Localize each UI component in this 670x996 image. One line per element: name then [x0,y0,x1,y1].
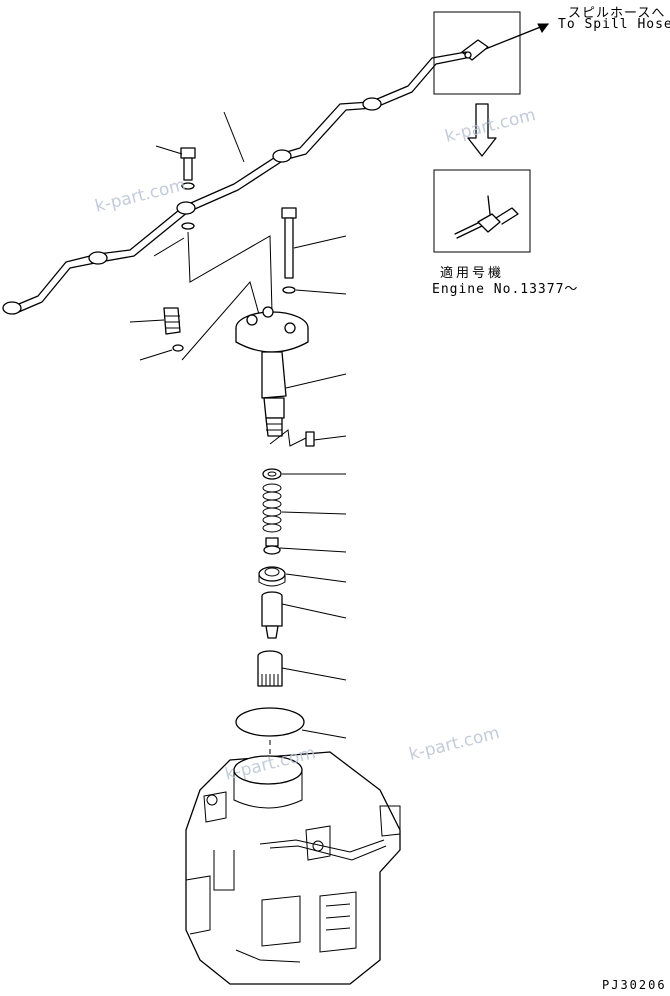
guide-line [269,429,307,447]
applicability-label-en: Engine No.13377～ [432,282,579,297]
guide-line [187,231,273,313]
washer [172,344,184,352]
spill-pipe [2,51,467,315]
leader-lines [129,111,347,739]
detail-box-top [433,11,521,95]
bolt-long [281,207,297,294]
hose-end-fitting [461,39,489,61]
spring [262,483,282,533]
washer [181,182,195,190]
pipe-joint [362,97,382,111]
spill-hose-arrow [477,23,549,53]
pipe-end-left [2,301,22,315]
pin [305,431,315,447]
connector-left [163,307,184,352]
nozzle [261,591,283,639]
guide-line [181,280,261,361]
injector-body [235,306,309,437]
retaining-nut [257,650,283,687]
bolt-upper-left [180,147,196,230]
down-arrow-icon [467,103,497,157]
washer [181,222,195,230]
drawing-number: PJ30206 [602,978,667,992]
detail-fitting [454,195,519,239]
collar-nut [258,566,286,587]
spill-hose-label-en: To Spill Hose [558,17,670,32]
right-arrow-icon [537,23,549,33]
o-ring [235,707,305,737]
detail-box-bottom [433,169,531,253]
applicability-label-jp: 適用号機 [440,266,505,281]
spill-hose-label-jp: スピルホースへ [568,6,666,21]
pipe-joint [176,201,196,215]
pipe-joint [88,251,108,265]
cylinder-head [185,751,401,985]
washer [282,286,296,294]
shim [262,468,282,480]
pipe-joint [272,149,292,163]
spring-seat [263,537,281,555]
